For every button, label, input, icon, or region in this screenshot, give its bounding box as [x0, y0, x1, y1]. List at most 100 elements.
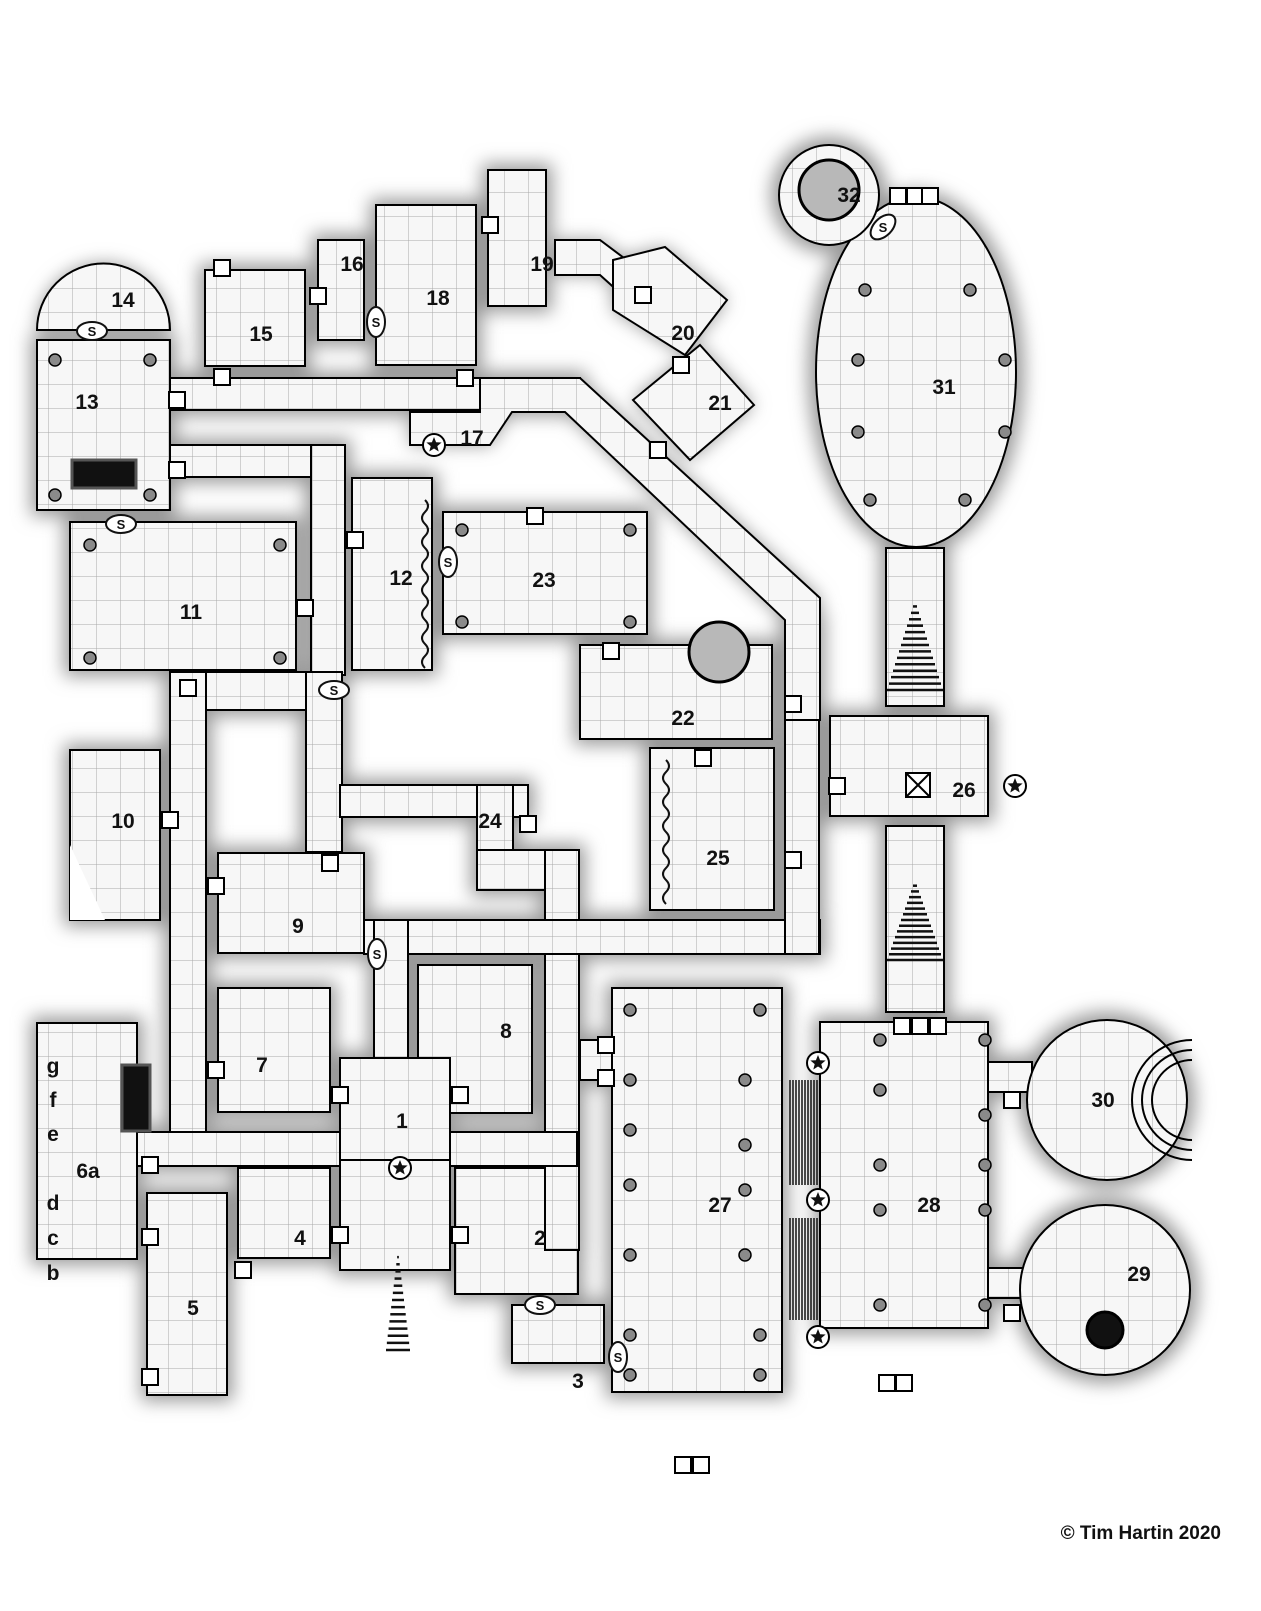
pillar [738, 1248, 752, 1262]
secret-door: S [367, 938, 387, 970]
room-label-21: 21 [708, 392, 732, 415]
pillar [873, 1083, 887, 1097]
secret-door: S [318, 680, 350, 700]
star-icon [810, 1055, 826, 1070]
corridor-9-north [305, 671, 343, 853]
door [649, 441, 667, 459]
room-14 [35, 262, 172, 331]
room-26 [829, 715, 989, 817]
door [694, 749, 712, 767]
door [331, 1226, 349, 1244]
pillar [143, 488, 157, 502]
door [207, 877, 225, 895]
arc-30-2 [1131, 1039, 1193, 1161]
detail-layer [48, 158, 1193, 1474]
pillar [738, 1073, 752, 1087]
room-19 [487, 169, 547, 307]
room-labels: 1 2 3 4 5 6a 7 8 9 10 11 12 13 14 15 16 … [75, 184, 1150, 1393]
sarcophagus-6 [120, 1063, 152, 1133]
pillar [998, 425, 1012, 439]
pillar [623, 523, 637, 537]
room-label-1: 1 [396, 1110, 408, 1133]
pillar [83, 651, 97, 665]
room-label-5: 5 [187, 1297, 199, 1320]
room-label-24: 24 [478, 810, 502, 833]
secret-door: S [105, 514, 137, 534]
door [234, 1261, 252, 1279]
door [634, 286, 652, 304]
room-label-19: 19 [530, 253, 553, 276]
pillar [998, 353, 1012, 367]
star-icon [426, 437, 442, 452]
stairs-south [887, 884, 943, 962]
room-6-cells: g f e d c b [47, 1055, 60, 1285]
pillar [738, 1183, 752, 1197]
room-label-6a: 6a [76, 1160, 100, 1183]
room-10-chamfer [70, 845, 105, 920]
corridor-27-west [579, 1039, 613, 1081]
room-18 [375, 204, 477, 366]
door [451, 1086, 469, 1104]
stairs-room-1 [386, 1255, 410, 1352]
room-label-7: 7 [256, 1054, 268, 1077]
pillar [143, 353, 157, 367]
room-label-29: 29 [1127, 1263, 1150, 1286]
room-label-27: 27 [708, 1194, 731, 1217]
pillar [273, 651, 287, 665]
door [321, 854, 339, 872]
room-label-26: 26 [952, 779, 975, 802]
copyright-notice: © Tim Hartin 2020 [1060, 1523, 1221, 1544]
cell-label-c: c [47, 1227, 59, 1250]
door [141, 1228, 159, 1246]
pillar [873, 1298, 887, 1312]
pillar [623, 1328, 637, 1342]
door [1003, 1091, 1021, 1109]
door [889, 187, 907, 205]
svg-text:S: S [373, 947, 382, 962]
svg-text:S: S [614, 1350, 623, 1365]
well-32 [797, 158, 861, 222]
pillar [863, 493, 877, 507]
room-12 [351, 477, 433, 671]
door [672, 356, 690, 374]
pillar [738, 1138, 752, 1152]
pillar [623, 1368, 637, 1382]
cell-label-d: d [47, 1192, 60, 1215]
room-label-14: 14 [111, 289, 135, 312]
room-label-2: 2 [534, 1227, 546, 1250]
curtain-12 [421, 499, 429, 669]
room-label-31: 31 [932, 376, 956, 399]
corridor-west-long [169, 671, 207, 1133]
secret-door: S [366, 306, 386, 338]
room-6 [36, 1022, 138, 1260]
room-28 [819, 1021, 989, 1329]
svg-text:S: S [444, 555, 453, 570]
door [456, 369, 474, 387]
pillar [873, 1203, 887, 1217]
pillar [958, 493, 972, 507]
door [141, 1368, 159, 1386]
room-7 [217, 987, 331, 1113]
door [526, 507, 544, 525]
pillar [753, 1003, 767, 1017]
star-icon [392, 1160, 408, 1175]
room-label-17: 17 [460, 427, 483, 450]
stair-north-26 [885, 547, 945, 707]
door [309, 287, 327, 305]
door [161, 811, 179, 829]
cell-label-g: g [47, 1055, 60, 1078]
arc-30-0 [1151, 1059, 1193, 1141]
door [207, 1061, 225, 1079]
pit-29 [1085, 1310, 1125, 1350]
pillar [48, 353, 62, 367]
door [597, 1036, 615, 1054]
door [878, 1374, 896, 1392]
secret-door: S [608, 1341, 628, 1373]
pillar [623, 1073, 637, 1087]
pillar [623, 1248, 637, 1262]
door [179, 679, 197, 697]
room-31 [815, 196, 1017, 548]
door [906, 187, 924, 205]
